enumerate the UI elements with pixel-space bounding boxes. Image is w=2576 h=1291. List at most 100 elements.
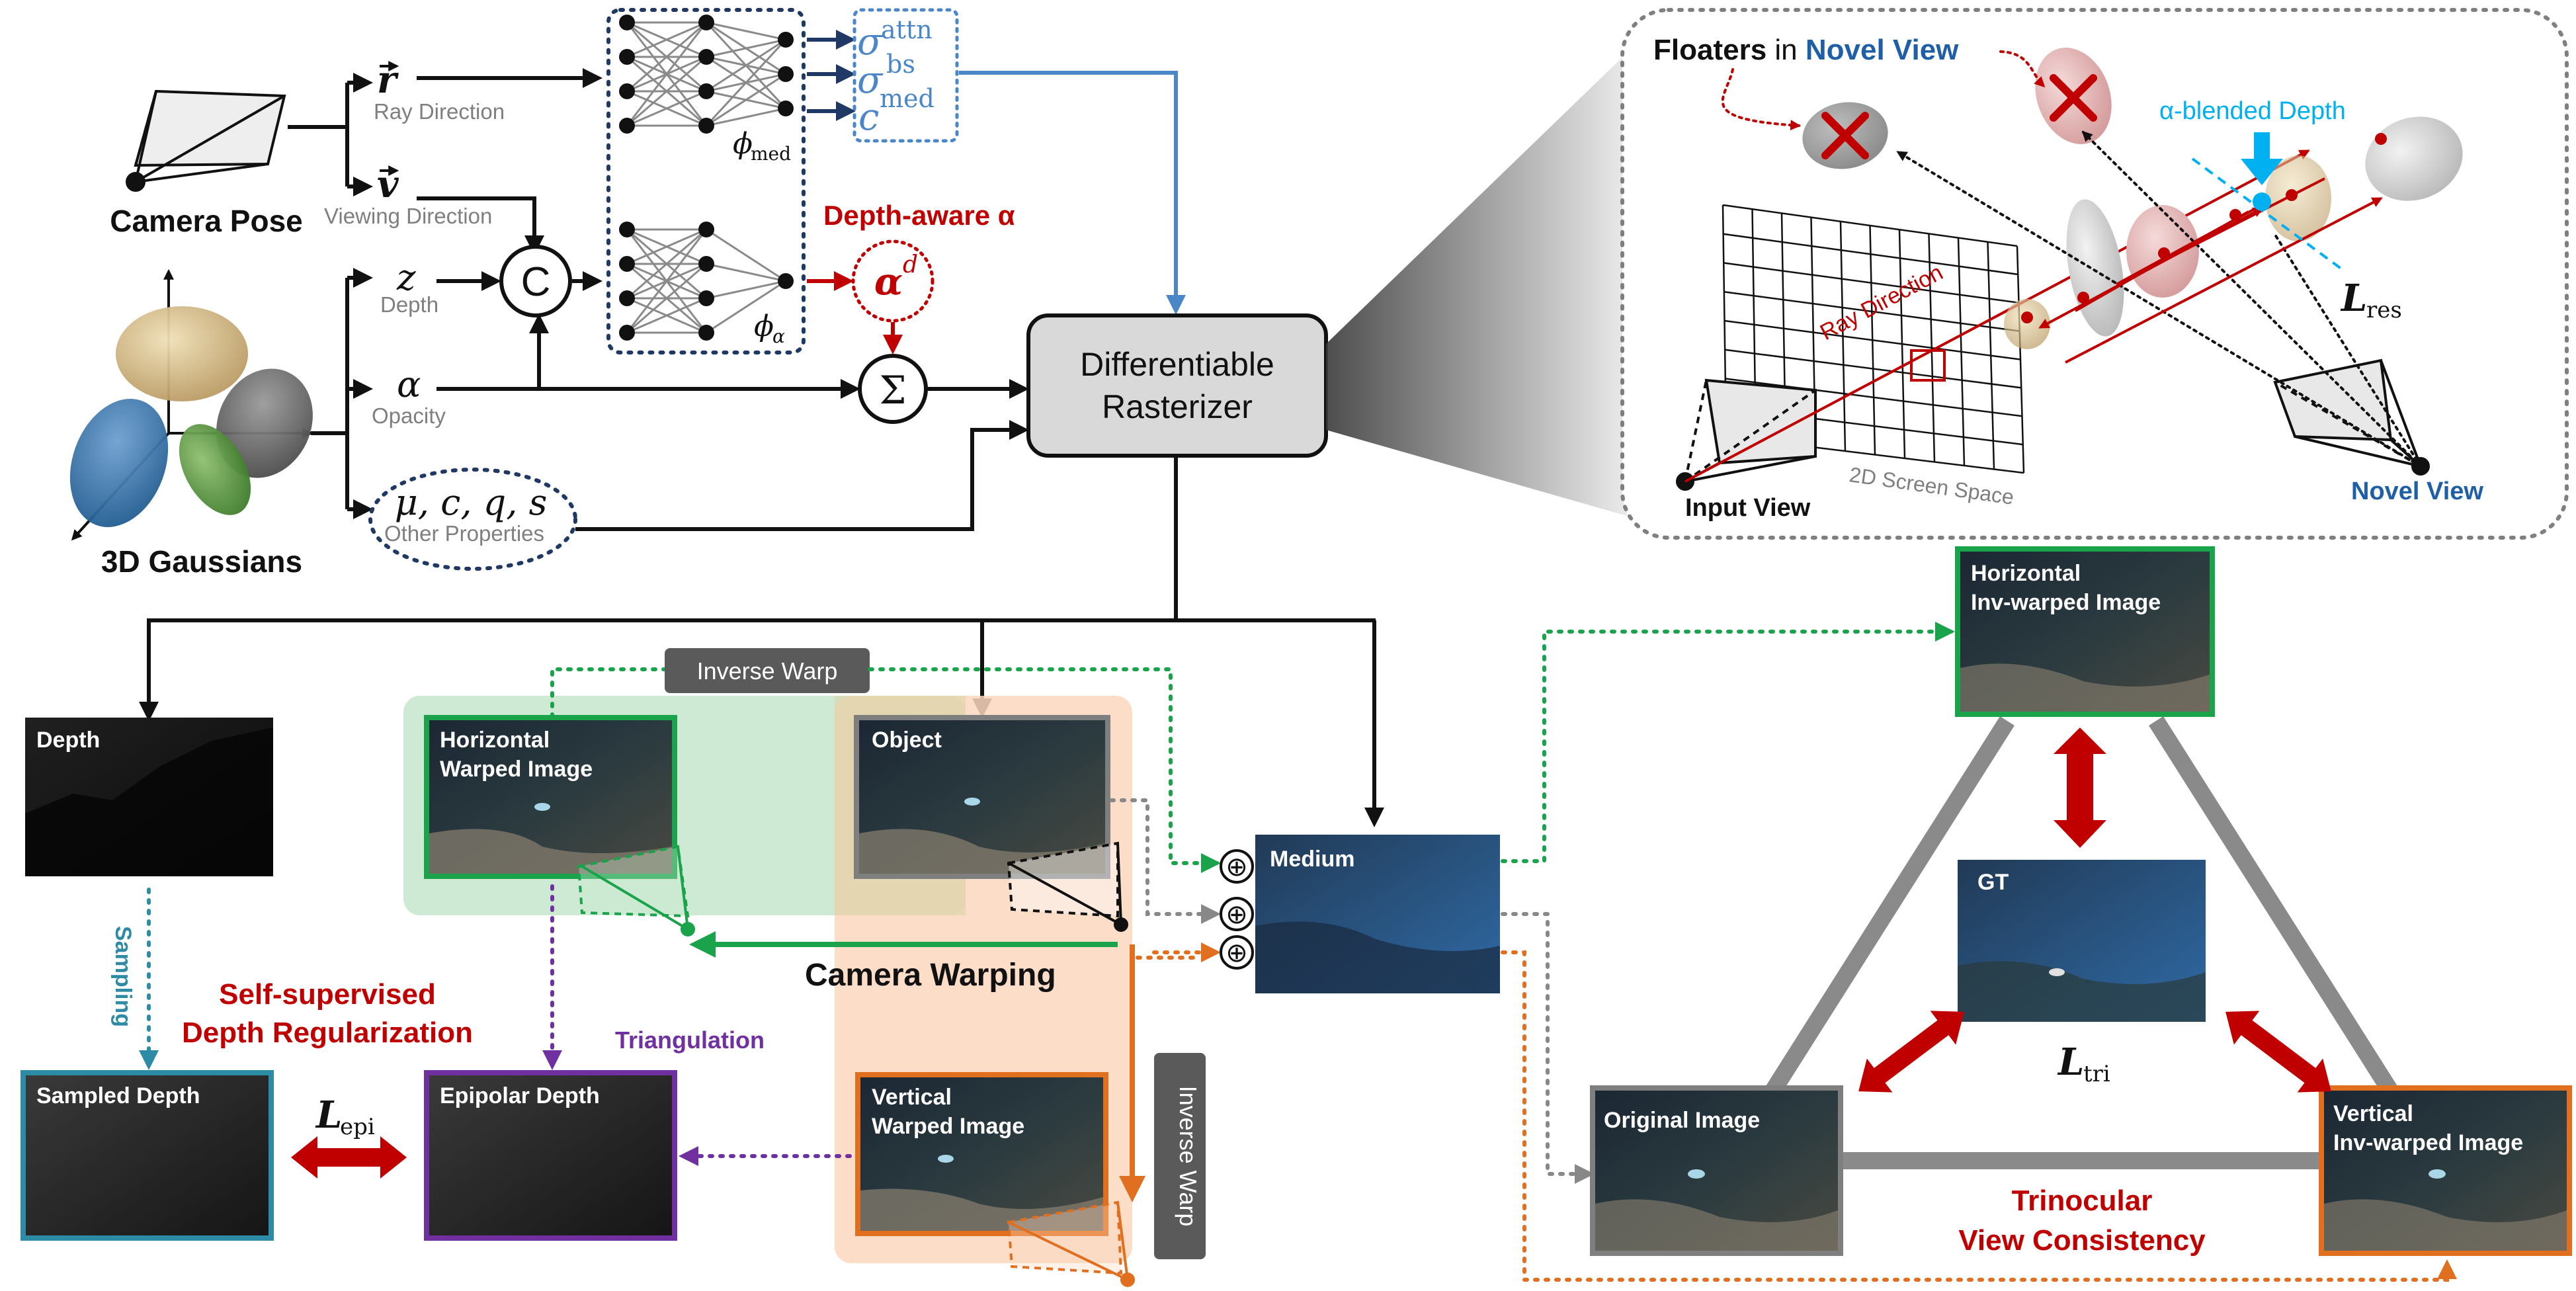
zoom-fan [1326,53,1627,516]
mlp-neuron [698,83,714,99]
mlp-edge [706,280,786,334]
alpha-blended-arrow-icon [2241,132,2283,185]
trinocular-label-2: View Consistency [1958,1224,2206,1257]
mlp-alpha-network [619,222,794,341]
vwarp-label-1: Vertical [872,1085,952,1110]
inverse-warp-top-dotted-right [868,667,1221,873]
medium-to-hinv-dotted [1501,622,1955,863]
l-epi-subscript: epi [340,1114,375,1140]
mlp-edge [626,56,707,127]
mlp-container [606,8,806,354]
original-label: Original Image [1604,1108,1760,1133]
mlp-edge [626,21,707,93]
ray-line [1684,149,2310,483]
mlp-edge [705,38,787,127]
alpha-d-sup: d [903,251,918,278]
mlp-edge [706,73,786,127]
svg-text:⊕: ⊕ [1226,900,1248,929]
grid-line [1724,291,2020,332]
hinv-label-2: Inv-warped Image [1971,590,2161,615]
medium-to-rasterizer-arrow [959,71,1186,315]
l-tri-symbol: L [2057,1040,2084,1084]
mlp-edge [626,228,707,300]
phi-med-symbol: ϕ [733,127,753,161]
r-symbol: r [377,58,399,102]
mlp-edge [706,38,786,93]
other-properties-ellipse [368,468,577,571]
trinocular-label-1: Trinocular [2012,1185,2153,1217]
medium-to-original-dotted [1501,912,1595,1184]
object-to-oplus-dotted [1109,798,1221,924]
gt-hinv-double-arrow [2054,728,2106,848]
camera-branches [288,68,602,255]
mlp-neuron [619,15,635,30]
mlp-neuron [698,290,714,306]
grid-line [1724,319,2021,360]
r-sublabel: Ray Direction [374,99,505,124]
gt-original-double-arrow [1858,1011,1964,1093]
input-view-camera [1676,378,1817,491]
mlp-neuron [698,15,714,30]
novel-view-label: Novel View [2351,478,2483,505]
grid-line [1724,262,2019,304]
svg-text:⊕: ⊕ [1226,853,1248,882]
medium-label: Medium [1270,847,1354,872]
input-view-label: Input View [1685,494,1811,522]
rasterizer-outputs [139,458,1384,827]
floater-x-icons [1821,74,2097,159]
phi-alpha-symbol: ϕ [754,310,774,343]
mlp-neuron [778,66,794,82]
other-properties-symbols: μ, c, q, s [395,481,548,523]
self-supervised-label-1: Self-supervised [219,978,436,1011]
z-symbol: z [396,257,416,298]
vwarp-label-2: Warped Image [872,1114,1024,1139]
sum-symbol: Σ [879,368,906,413]
mlp-neuron [619,325,635,341]
grid-line [1724,349,2022,389]
sum-node [858,354,928,424]
mlp-neuron [778,101,794,116]
medium-to-vinv-dotted [1501,950,2457,1282]
inverse-warp-right-label: Inverse Warp [1175,1086,1202,1227]
alpha-blended-point [2253,192,2271,211]
mlp-edge [626,297,707,334]
mlp-neuron [619,290,635,306]
svg-text:⊕: ⊕ [1226,938,1248,968]
depth-sample-points [2021,133,2387,323]
mlp-edge [626,229,708,333]
l-res-subscript: res [2366,297,2402,323]
floaters-label: Floaters in Novel View [1653,34,1959,66]
mlp-output-arrows [807,30,856,121]
mlp-neuron [619,83,635,99]
mlp-edge [626,228,707,265]
alpha-d-symbol: α [874,260,903,304]
alpha-sublabel: Opacity [372,403,446,428]
mlp-edge [706,38,786,58]
pixel-marker [1910,349,1946,382]
oplus-nodes: ⊕ ⊕ ⊕ [1220,849,1254,970]
mlp-med-network [619,15,794,134]
z-sublabel: Depth [380,292,438,317]
hwarp-label-2: Warped Image [440,757,593,782]
vwarp-camera [1007,1200,1135,1287]
sampling-label: Sampling [110,926,136,1027]
camera-pose-icon [126,89,286,192]
sampled-depth-label: Sampled Depth [36,1083,200,1108]
inverse-warp-top-badge [665,648,870,693]
mlp-edge [706,228,786,282]
vinv-label-1: Vertical [2333,1101,2413,1126]
mlp-neuron [778,273,794,289]
depth-aware-alpha-label: Depth-aware α [823,200,1015,231]
camera-pose-label: Camera Pose [110,204,303,238]
self-supervised-label-2: Depth Regularization [182,1017,473,1049]
sigma-bs-sup: bs [886,50,915,79]
object-camera [1007,841,1128,932]
c-med-symbol: c [858,96,879,139]
rasterizer-label-1: Differentiable [1080,346,1274,383]
gaussians-icon [69,269,313,541]
gt-vinv-double-arrow [2225,1011,2331,1093]
concat-symbol: C [521,259,551,305]
mlp-edge [706,263,786,282]
l-epi-symbol: L [315,1093,342,1137]
